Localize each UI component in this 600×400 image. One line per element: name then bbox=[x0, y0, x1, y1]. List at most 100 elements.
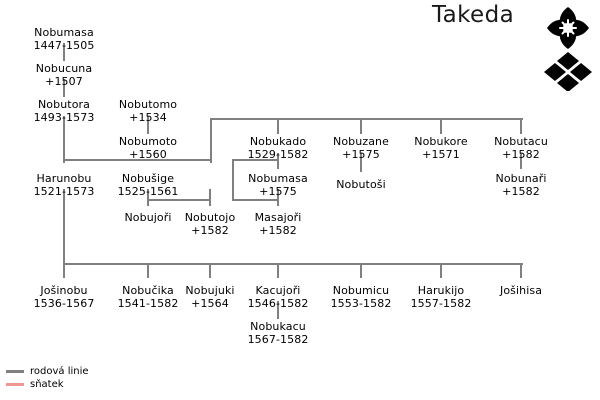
nobumasa2-to-masajori bbox=[277, 189, 279, 206]
person-dates: 1529-1582 bbox=[247, 148, 309, 161]
person-dates: +1534 bbox=[129, 111, 167, 124]
drop-kacujori bbox=[277, 263, 279, 278]
nobumasa1-to-nobucuna bbox=[63, 43, 65, 61]
person-name: Nobutora bbox=[37, 98, 91, 111]
person-name: Nobutomo bbox=[118, 98, 178, 111]
person-name: Nobumasa bbox=[34, 26, 94, 39]
person-node-nobukore[interactable]: Nobukore+1571 bbox=[414, 135, 467, 161]
person-node-josihisa[interactable]: Jošihisa bbox=[500, 284, 542, 297]
nobusige-children-bar bbox=[147, 199, 211, 201]
drop-nobukore bbox=[440, 118, 442, 134]
person-dates: +1575 bbox=[342, 148, 380, 161]
drop-nobuzane bbox=[360, 118, 362, 134]
nobutora-children-bar bbox=[63, 159, 212, 161]
person-name: Nobučika bbox=[122, 284, 174, 297]
person-dates: +1582 bbox=[259, 224, 297, 237]
drop-nobutacu bbox=[520, 118, 522, 134]
harunobu-trunk bbox=[63, 189, 65, 266]
drop-nobujuki bbox=[209, 263, 211, 278]
nobukado-branch-left bbox=[232, 159, 279, 161]
person-name: Nobutoši bbox=[336, 178, 386, 191]
person-node-nobutacu[interactable]: Nobutacu+1582 bbox=[494, 135, 548, 161]
drop-nobucika bbox=[147, 263, 149, 278]
legend-marriage-swatch bbox=[6, 383, 24, 386]
person-name: Nobunaři bbox=[495, 172, 547, 185]
nobutacu-to-nobunari bbox=[520, 153, 522, 169]
kacujori-to-nobukacu bbox=[277, 301, 279, 319]
person-node-nobuzane[interactable]: Nobuzane+1575 bbox=[333, 135, 389, 161]
person-name: Harukijo bbox=[417, 284, 465, 297]
nobucuna-to-nobutora bbox=[63, 79, 65, 97]
nobumoto-to-children-bar bbox=[210, 118, 212, 163]
person-node-nobutosi[interactable]: Nobutoši bbox=[336, 178, 386, 191]
nobutora-trunk-down bbox=[63, 116, 65, 163]
legend-item-marriage: sňatek bbox=[6, 378, 89, 391]
person-dates: +1575 bbox=[259, 185, 297, 198]
person-node-nobutojo[interactable]: Nobutojo+1582 bbox=[185, 211, 236, 237]
person-name: Nobukore bbox=[414, 135, 468, 148]
legend: rodová linie sňatek bbox=[6, 365, 89, 391]
person-node-nobumasa2[interactable]: Nobumasa+1575 bbox=[248, 172, 308, 198]
person-name: Nobukacu bbox=[250, 320, 306, 333]
person-name: Nobušige bbox=[121, 172, 175, 185]
person-name: Nobucuna bbox=[35, 62, 93, 75]
person-name: Nobutojo bbox=[184, 211, 236, 224]
nobutomo-to-nobumoto bbox=[147, 116, 149, 134]
person-dates: 1521-1573 bbox=[33, 185, 95, 198]
person-name: Nobujoři bbox=[124, 211, 172, 224]
person-dates: +1582 bbox=[502, 148, 540, 161]
person-name: Nobumoto bbox=[118, 135, 178, 148]
drop-josihisa bbox=[520, 263, 522, 278]
person-name: Masajoři bbox=[254, 211, 302, 224]
person-name: Nobumasa bbox=[248, 172, 308, 185]
person-node-nobujuki[interactable]: Nobujuki+1564 bbox=[185, 284, 234, 310]
drop-harukijo bbox=[440, 263, 442, 278]
person-dates: 1525-1561 bbox=[117, 185, 179, 198]
person-name: Nobukado bbox=[249, 135, 307, 148]
nobukado-branch-foot bbox=[232, 199, 279, 201]
drop-nobutojo bbox=[209, 189, 211, 206]
drop-nobukado bbox=[277, 118, 279, 134]
drop-josinobu bbox=[63, 263, 65, 278]
nobusige-to-children-bar bbox=[147, 189, 149, 204]
legend-item-bloodline: rodová linie bbox=[6, 365, 89, 378]
person-node-nobunari[interactable]: Nobunaři+1582 bbox=[495, 172, 546, 198]
brand-title: Takeda bbox=[432, 2, 515, 28]
hanabishi-flower-crest bbox=[545, 5, 591, 51]
siblings-bar-upper bbox=[210, 118, 523, 120]
person-dates: 1546-1582 bbox=[247, 297, 309, 310]
legend-line-swatch bbox=[6, 370, 24, 373]
person-name: Nobujuki bbox=[185, 284, 235, 297]
person-name: Nobuzane bbox=[333, 135, 389, 148]
person-dates: +1571 bbox=[422, 148, 460, 161]
person-dates: 1557-1582 bbox=[410, 297, 472, 310]
person-node-nobujori[interactable]: Nobujoři bbox=[124, 211, 171, 224]
siblings-bar-lower bbox=[63, 263, 523, 265]
person-dates: 1536-1567 bbox=[33, 297, 95, 310]
takeda-bishi-diamond-crest bbox=[544, 51, 592, 92]
person-dates: +1582 bbox=[502, 185, 540, 198]
person-dates: +1507 bbox=[45, 75, 83, 88]
person-node-nobucuna[interactable]: Nobucuna+1507 bbox=[36, 62, 92, 88]
person-name: Harunobu bbox=[36, 172, 92, 185]
person-dates: 1493-1573 bbox=[33, 111, 95, 124]
person-dates: 1553-1582 bbox=[330, 297, 392, 310]
person-dates: 1567-1582 bbox=[247, 333, 309, 346]
drop-nobujori bbox=[147, 199, 149, 206]
person-name: Jošinobu bbox=[40, 284, 88, 297]
person-node-masajori[interactable]: Masajoři+1582 bbox=[255, 211, 302, 237]
person-node-nobumoto[interactable]: Nobumoto+1560 bbox=[119, 135, 177, 161]
person-node-nobutomo[interactable]: Nobutomo+1534 bbox=[119, 98, 177, 124]
